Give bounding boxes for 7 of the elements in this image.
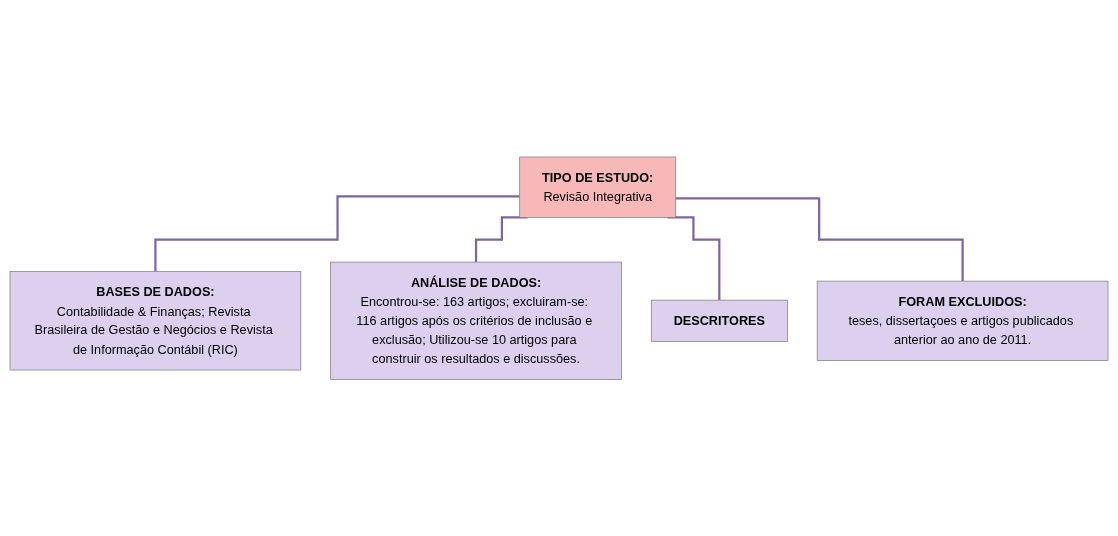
node-box: ANÁLISE DE DADOS: Encontrou-se: 163 artigos; excluiram-se: 116 artigos após os critérios de inclusão e exclusão; Utilizou-se 10 artigos para construir os resultados e discussões. (330, 261, 622, 380)
node-box: FORAM EXCLUIDOS: teses, dissertaçoes e artigos publicados anterior ao ano de 2011. (816, 280, 1109, 361)
node-box: BASES DE DADOS: Contabilidade & Finanças; Revista Brasileira de Gestão e Negócios e Revista de Informação Contábil (RIC) (9, 270, 302, 371)
node-box: DESCRITORES (650, 299, 788, 342)
connector (675, 197, 964, 282)
node-box: TIPO DE ESTUDO: Revisão Integrativa (519, 156, 677, 218)
connector (154, 195, 520, 273)
